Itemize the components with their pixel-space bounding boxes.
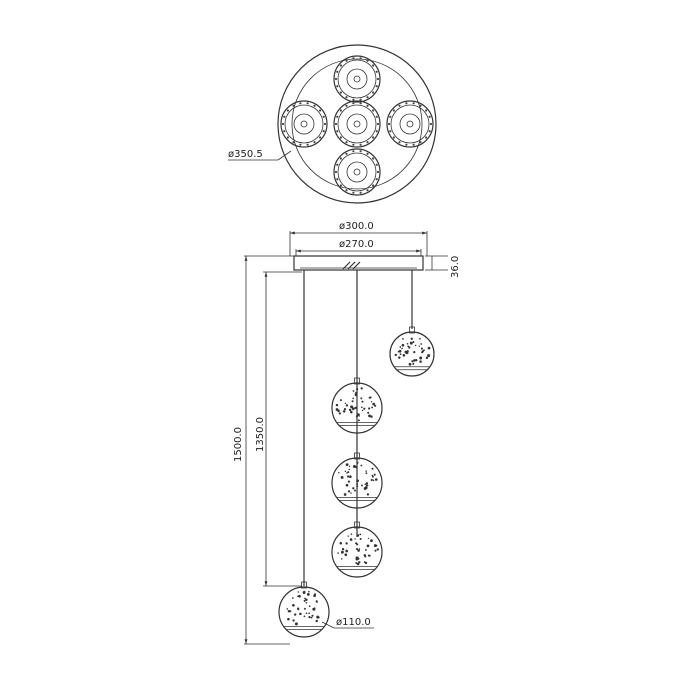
side-globe-right xyxy=(389,326,435,377)
base-diameter-label: ø350.5 xyxy=(228,149,263,160)
globe-diameter-label: ø110.0 xyxy=(336,617,371,628)
top-globes xyxy=(280,55,434,196)
top-globe-north xyxy=(333,55,381,103)
side-globe-left xyxy=(278,581,330,638)
top-globe-south xyxy=(333,148,381,196)
side-globes xyxy=(278,326,435,638)
top-globe-east xyxy=(386,100,434,148)
globe-diameter-leader-tip xyxy=(321,621,335,629)
side-globe-center-bottom xyxy=(331,521,383,578)
total-height-label: 1500.0 xyxy=(233,427,244,462)
side-globe-center-top xyxy=(331,377,383,434)
top-view: ø350.5 xyxy=(228,44,437,204)
side-globe-center-middle xyxy=(331,452,383,509)
canopy xyxy=(293,255,424,271)
side-view: ø300.0 ø270.0 36.0 1500.0 1350.0 ø110.0 xyxy=(233,221,461,645)
base-plate-outline xyxy=(277,44,437,204)
base-diameter-leader-tip xyxy=(277,150,292,161)
drop-height-label: 1350.0 xyxy=(255,417,266,452)
canopy-outer-label: ø300.0 xyxy=(339,221,374,232)
top-globe-center xyxy=(333,100,381,148)
canopy-hatch-1 xyxy=(342,261,351,270)
canopy-hatch-2 xyxy=(347,261,356,270)
canopy-inner-label: ø270.0 xyxy=(339,239,374,250)
top-globe-west xyxy=(280,100,328,148)
base-plate-inner-ring xyxy=(291,58,423,190)
canopy-hatch-3 xyxy=(352,261,361,270)
canopy-height-label: 36.0 xyxy=(450,256,461,278)
